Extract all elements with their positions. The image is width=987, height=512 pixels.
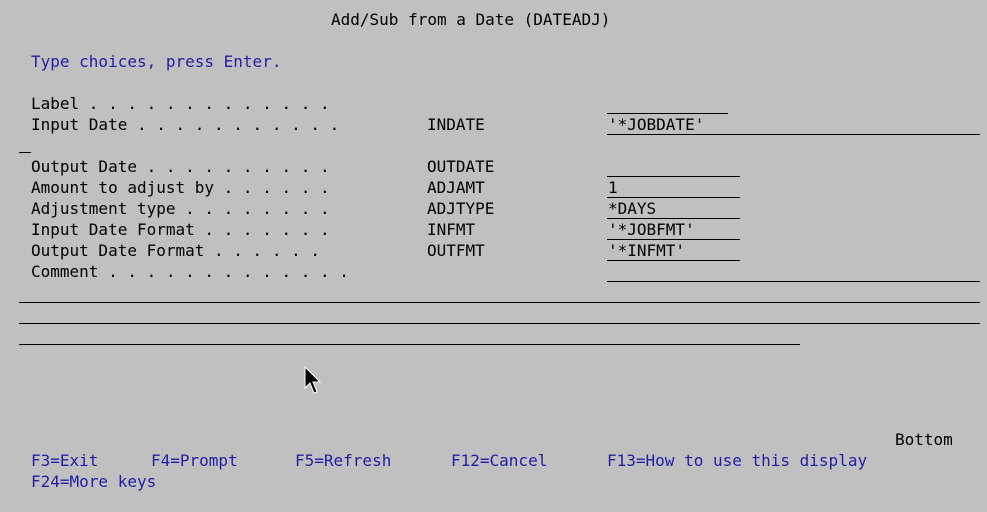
prompt-comment-text: Comment xyxy=(31,262,99,281)
prompt-output-date-text: Output Date xyxy=(31,157,137,176)
prompt-input-date-dots: . . . . . . . . . . . xyxy=(127,115,340,134)
prompt-outfmt-dots: . . . . . . xyxy=(204,241,320,260)
prompt-adjamt-label: Amount to adjust by . . . . . . xyxy=(31,177,330,198)
adjust-amount-field[interactable] xyxy=(607,178,740,198)
prompt-label-label: Label . . . . . . . . . . . . . xyxy=(31,93,330,114)
keyword-outfmt: OUTFMT xyxy=(427,241,485,260)
prompt-outfmt-text: Output Date Format xyxy=(31,241,205,260)
output-date-field[interactable] xyxy=(607,157,740,177)
keyword-adjtype: ADJTYPE xyxy=(427,199,495,218)
prompt-infmt-label: Input Date Format . . . . . . . xyxy=(31,219,330,240)
input-date-format-field[interactable] xyxy=(607,220,740,240)
prompt-outfmt-label: Output Date Format . . . . . . xyxy=(31,240,320,261)
f12-cancel-key[interactable]: F12=Cancel xyxy=(451,451,548,470)
keyword-infmt: INFMT xyxy=(427,220,476,239)
f3-exit-key[interactable]: F3=Exit xyxy=(31,451,99,470)
label-field[interactable] xyxy=(607,94,728,114)
prompt-output-date-dots: . . . . . . . . . . xyxy=(136,157,330,176)
comment-field-line-1[interactable] xyxy=(607,262,980,282)
adjustment-type-field[interactable] xyxy=(607,199,740,219)
f13-help-key[interactable]: F13=How to use this display xyxy=(607,451,868,470)
prompt-adjamt-text: Amount to adjust by xyxy=(31,178,215,197)
prompt-adjtype-label: Adjustment type . . . . . . . . xyxy=(31,198,330,219)
output-date-format-field[interactable] xyxy=(607,241,740,261)
instructions-text: Type choices, press Enter. xyxy=(31,52,282,71)
f4-prompt-key[interactable]: F4=Prompt xyxy=(151,451,238,470)
f5-refresh-key[interactable]: F5=Refresh xyxy=(295,451,392,470)
prompt-infmt-text: Input Date Format xyxy=(31,220,195,239)
prompt-input-date-text: Input Date xyxy=(31,115,128,134)
prompt-adjtype-dots: . . . . . . . . xyxy=(175,199,330,218)
input-date-field[interactable] xyxy=(607,115,980,135)
keyword-outdate: OUTDATE xyxy=(427,157,495,176)
keyword-adjamt: ADJAMT xyxy=(427,178,485,197)
prompt-input-date-label: Input Date . . . . . . . . . . . xyxy=(31,114,339,135)
prompt-infmt-dots: . . . . . . . xyxy=(194,220,330,239)
prompt-label-text: Label xyxy=(31,94,80,113)
comment-field-line-4[interactable] xyxy=(19,344,800,345)
keyword-indate: INDATE xyxy=(427,115,485,134)
prompt-adjtype-text: Adjustment type xyxy=(31,199,176,218)
comment-field-line-3[interactable] xyxy=(19,323,980,324)
prompt-label-dots: . . . . . . . . . . . . . xyxy=(79,94,330,113)
prompt-comment-label: Comment . . . . . . . . . . . . . xyxy=(31,261,349,282)
screen-title: Add/Sub from a Date (DATEADJ) xyxy=(331,10,611,29)
mouse-pointer-icon xyxy=(304,366,322,394)
position-indicator: Bottom xyxy=(895,430,953,449)
prompt-output-date-label: Output Date . . . . . . . . . . xyxy=(31,156,330,177)
text-cursor xyxy=(19,152,31,153)
prompt-comment-dots: . . . . . . . . . . . . . xyxy=(98,262,349,281)
comment-field-line-2[interactable] xyxy=(19,302,980,303)
f24-more-keys[interactable]: F24=More keys xyxy=(31,472,157,491)
prompt-adjamt-dots: . . . . . . xyxy=(214,178,330,197)
